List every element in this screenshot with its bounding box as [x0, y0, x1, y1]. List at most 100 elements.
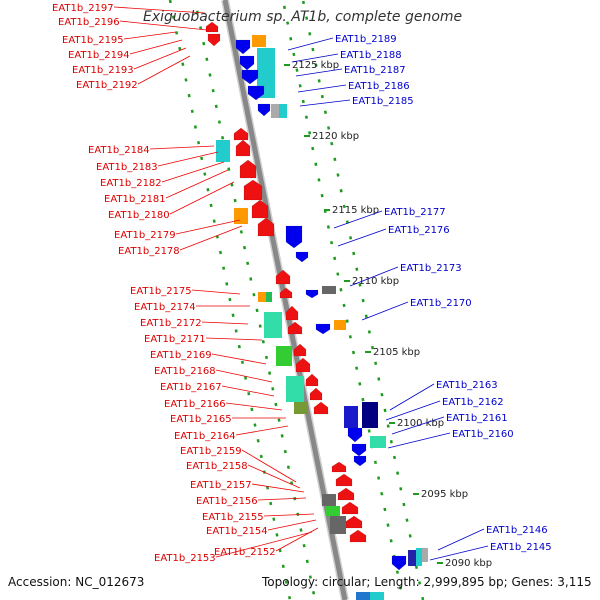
gene-label-left: EAT1b_2181: [104, 194, 166, 205]
gene-label-left: EAT1b_2155: [202, 512, 264, 523]
gene-label-left: EAT1b_2166: [164, 399, 226, 410]
gene-arrow-2186: [247, 85, 265, 101]
gene-label-left: EAT1b_2165: [170, 414, 232, 425]
gene-label-left: EAT1b_2154: [206, 526, 268, 537]
gene-label-left: EAT1b_2169: [150, 350, 212, 361]
left-label-connector: [235, 425, 289, 436]
gene-arrow-2165: [313, 401, 329, 415]
gene-box-2155: [326, 506, 340, 516]
gene-box-2170: [334, 320, 346, 330]
gene-label-left: EAT1b_2153: [154, 553, 216, 564]
gene-box-2187: [257, 48, 275, 98]
gene-box-2145: [416, 548, 422, 566]
gene-box-2167: [286, 376, 304, 402]
gene-label-left: EAT1b_2184: [88, 145, 150, 156]
gene-label-left: EAT1b_2175: [130, 286, 192, 297]
left-label-connector: [119, 20, 208, 31]
genome-summary-text: Topology: circular; Length: 2,999,895 bp…: [262, 575, 592, 589]
gene-arrow-2167: [305, 373, 319, 387]
kbp-tick-label: 2095 kbp: [421, 489, 468, 500]
right-label-connector: [429, 545, 489, 561]
gene-box-2189: [252, 35, 266, 47]
right-label-connector: [349, 266, 399, 287]
right-label-connector: [299, 99, 351, 107]
left-label-connector: [215, 369, 273, 383]
gene-arrow-2173: [305, 289, 319, 299]
left-label-connector: [275, 527, 319, 552]
gene-arrow-2179: [257, 217, 275, 237]
left-label-connector: [113, 6, 206, 14]
gene-box-2184: [216, 140, 230, 162]
gene-label-right: EAT1b_2189: [335, 34, 397, 45]
accession-text: Accession: NC_012673: [8, 575, 145, 589]
gene-label-right: EAT1b_2170: [410, 298, 472, 309]
kbp-tick-label: 2125 kbp: [292, 60, 339, 71]
right-label-connector: [391, 416, 445, 435]
gene-arrow-2170: [315, 323, 331, 335]
gene-arrow-2175: [275, 269, 291, 285]
gene-label-left: EAT1b_2180: [108, 210, 170, 221]
kbp-tick-label: 2110 kbp: [352, 276, 399, 287]
left-label-connector: [247, 464, 301, 489]
kbp-tick-label: 2115 kbp: [332, 205, 379, 216]
gene-arrow-2146: [391, 555, 407, 571]
left-label-connector: [201, 321, 249, 325]
gene-label-left: EAT1b_2193: [72, 65, 134, 76]
gene-label-right: EAT1b_2146: [486, 525, 548, 536]
gene-label-left: EAT1b_2195: [62, 35, 124, 46]
genome-title: Exiguobacterium sp. AT1b, complete genom…: [143, 9, 463, 25]
left-label-connector: [257, 497, 307, 501]
kbp-tick-label: 2120 kbp: [312, 131, 359, 142]
gene-box-bottom: [356, 592, 370, 600]
gene-arrow-2166: [309, 387, 323, 401]
gene-arrow-2155: [345, 515, 363, 529]
left-label-connector: [179, 225, 243, 251]
gene-arrow-2158: [335, 473, 353, 487]
gene-arrow-2177: [285, 225, 303, 249]
gene-label-left: EAT1b_2183: [96, 162, 158, 173]
gene-arrow-2183: [235, 139, 251, 157]
left-label-connector: [157, 151, 219, 167]
gene-box-2163: [344, 406, 358, 428]
gene-arrow-2159: [331, 461, 347, 473]
gene-label-left: EAT1b_2178: [118, 246, 180, 257]
right-label-connector: [297, 84, 347, 93]
left-label-connector: [149, 145, 215, 150]
gene-label-left: EAT1b_2172: [140, 318, 202, 329]
gene-arrow-2168: [295, 357, 311, 373]
gene-label-left: EAT1b_2196: [58, 17, 120, 28]
gene-box-2166: [294, 402, 308, 414]
right-label-connector: [333, 210, 383, 229]
gene-label-left: EAT1b_2192: [76, 80, 138, 91]
gene-arrow-2154: [349, 529, 367, 543]
gene-box-2154: [330, 516, 346, 534]
gene-label-right: EAT1b_2162: [442, 397, 504, 408]
gene-arrow-2169: [293, 343, 307, 357]
gene-label-left: EAT1b_2156: [196, 496, 258, 507]
right-label-connector: [361, 301, 409, 321]
gene-arrow-2197: [205, 21, 219, 33]
gene-label-right: EAT1b_2160: [452, 429, 514, 440]
left-label-connector: [169, 181, 235, 215]
right-label-connector: [437, 528, 485, 551]
gene-arrow-2171: [287, 321, 303, 335]
gene-box-2161: [370, 436, 386, 448]
gene-box-2175: [258, 292, 266, 302]
gene-label-left: EAT1b_2159: [180, 446, 242, 457]
gene-label-left: EAT1b_2179: [114, 230, 176, 241]
gene-arrow-2182: [239, 159, 257, 179]
gene-label-right: EAT1b_2161: [446, 413, 508, 424]
gene-label-right: EAT1b_2173: [400, 263, 462, 274]
gene-arrow-2180: [251, 199, 269, 219]
gene-box-2162: [362, 402, 378, 428]
left-label-connector: [137, 55, 191, 85]
gene-label-right: EAT1b_2187: [344, 65, 406, 76]
gene-arrow-2172: [285, 305, 299, 321]
gene-arrow-2161: [351, 443, 367, 457]
right-label-connector: [337, 228, 387, 247]
gene-arrow-2176: [295, 251, 309, 263]
gene-label-left: EAT1b_2174: [134, 302, 196, 313]
right-label-connector: [291, 53, 339, 63]
